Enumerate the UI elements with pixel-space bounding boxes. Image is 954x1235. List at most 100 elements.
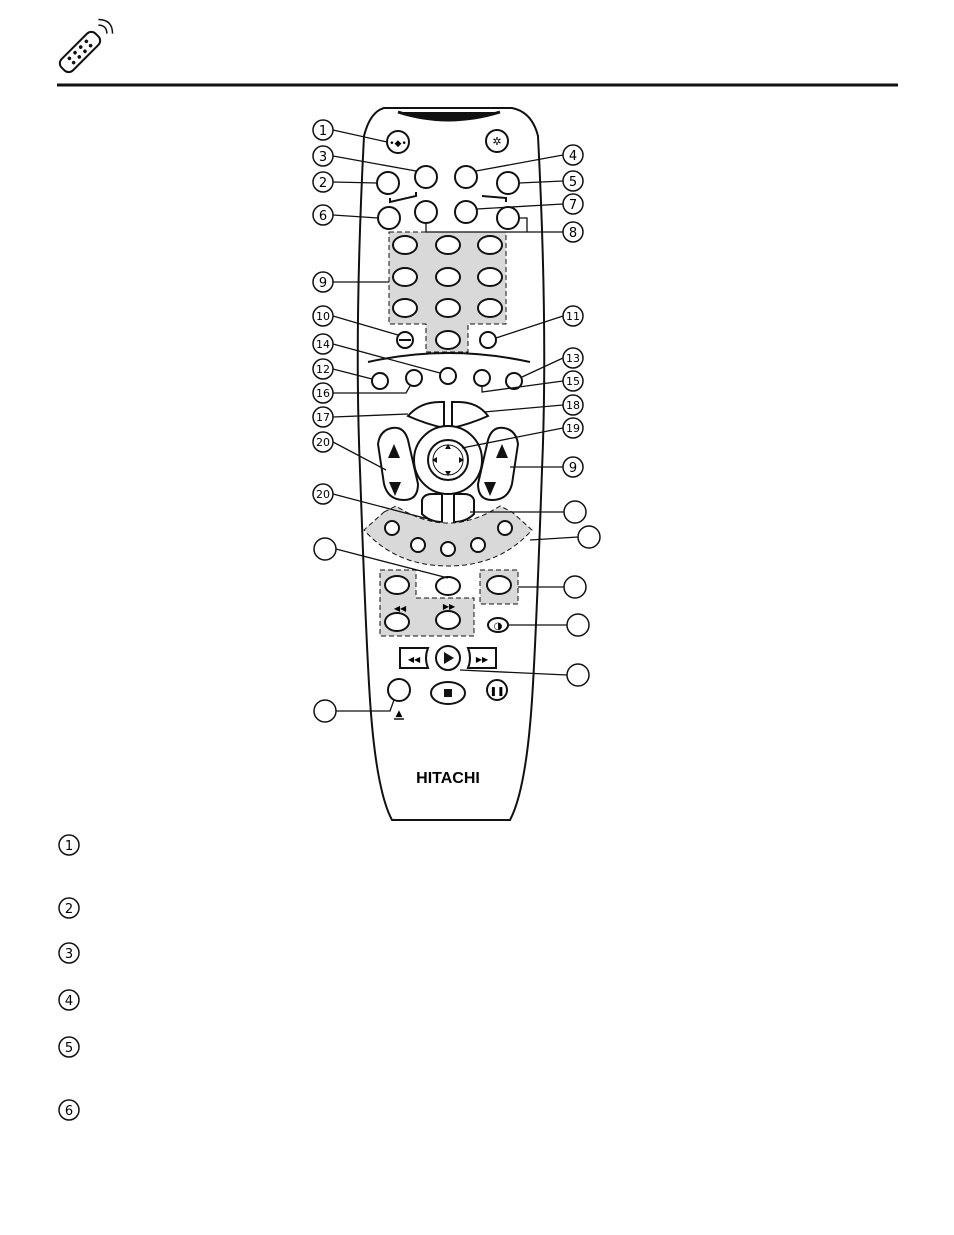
svg-text:9: 9 [319,276,327,291]
svg-text:10: 10 [316,310,330,323]
small-button[interactable] [405,369,423,387]
svg-text:12: 12 [316,363,330,376]
callout: 12 [312,358,334,380]
svg-text:4: 4 [569,149,577,164]
menu-button[interactable] [406,401,445,430]
remote-control-icon [58,18,114,74]
skip-forward-button[interactable] [435,610,461,630]
callout-empty [566,613,590,637]
number-button[interactable] [477,267,503,287]
mode-button[interactable] [496,206,520,230]
callout-empty [313,537,337,561]
callout: 9 [312,271,334,293]
mode-button[interactable] [454,165,478,189]
function-button[interactable] [384,520,400,536]
callout: 13 [562,347,584,369]
eject-button[interactable] [387,678,411,702]
small-button[interactable] [371,372,389,390]
legend-item: 2 [58,897,80,919]
header [57,18,898,87]
callouts: 1 2 3 4 5 6 7 8 9 10 11 12 13 14 15 16 1… [312,119,601,723]
svg-text:2: 2 [319,176,327,191]
light-button[interactable] [485,129,509,153]
callout: 18 [562,394,584,416]
number-button[interactable] [392,267,418,287]
callout: 8 [562,221,584,243]
lower-right-button[interactable] [453,493,475,524]
mode-button[interactable] [414,165,438,189]
pause-button[interactable] [486,679,508,701]
callout: 9 [562,456,584,478]
callout-empty [313,699,337,723]
svg-text:13: 13 [566,352,580,365]
dvd-button[interactable] [384,575,410,595]
power-icon: •◆• [389,139,407,149]
small-button[interactable] [505,372,523,390]
svg-text:15: 15 [566,375,580,388]
function-button[interactable] [470,537,486,553]
number-button[interactable] [477,235,503,255]
svg-text:9: 9 [569,461,577,476]
svg-text:14: 14 [316,338,330,351]
callout: 15 [562,370,584,392]
number-button[interactable] [435,330,461,350]
lower-left-button[interactable] [421,493,443,524]
small-button[interactable] [473,369,491,387]
number-button[interactable] [435,235,461,255]
leader-lines [332,129,579,712]
callout: 14 [312,333,334,355]
dvd-button[interactable] [486,575,512,595]
callout-empty [563,575,587,599]
legend-item: 4 [58,989,80,1011]
svg-text:4: 4 [65,994,73,1009]
callout: 1 [312,119,334,141]
mode-button[interactable] [377,206,401,230]
stop-icon [444,689,452,697]
number-button[interactable] [435,298,461,318]
callout: 17 [312,406,334,428]
callout: 2 [312,171,334,193]
mode-button[interactable] [496,171,520,195]
function-button[interactable] [440,541,456,557]
volume-rocker[interactable] [376,426,420,502]
skip-back-button[interactable] [384,612,410,632]
fast-forward-button[interactable] [466,647,497,669]
mode-buttons [376,165,520,230]
svg-text:19: 19 [566,422,580,435]
mode-button[interactable] [454,200,478,224]
callout: 20 [312,431,334,453]
mode-button[interactable] [414,200,438,224]
legend-item: 5 [58,1036,80,1058]
rewind-button[interactable] [399,647,430,669]
callout: 6 [312,204,334,226]
callout: 10 [312,305,334,327]
number-button[interactable] [392,298,418,318]
function-button[interactable] [497,520,513,536]
callout: 3 [312,145,334,167]
cursor-pad[interactable] [427,439,469,481]
number-button[interactable] [477,298,503,318]
enter-button[interactable] [479,331,497,349]
pause-icon: ❚❚ [489,687,504,697]
svg-text:8: 8 [569,226,577,241]
callout: 20 [312,483,334,505]
function-button[interactable] [410,537,426,553]
legend-item: 3 [58,942,80,964]
mode-button[interactable] [376,171,400,195]
number-button[interactable] [435,267,461,287]
svg-text:16: 16 [316,387,330,400]
svg-text:5: 5 [65,1041,73,1056]
callout: 4 [562,144,584,166]
small-button[interactable] [439,367,457,385]
function-group [363,505,533,567]
number-button[interactable] [392,235,418,255]
svg-text:18: 18 [566,399,580,412]
legend-item: 1 [58,834,80,856]
callout: 7 [562,193,584,215]
svg-text:20: 20 [316,488,330,501]
exit-button[interactable] [451,401,490,430]
svg-text:20: 20 [316,436,330,449]
svg-text:17: 17 [316,411,330,424]
dvd-button[interactable] [435,576,461,596]
legend-item: 6 [58,1099,80,1121]
